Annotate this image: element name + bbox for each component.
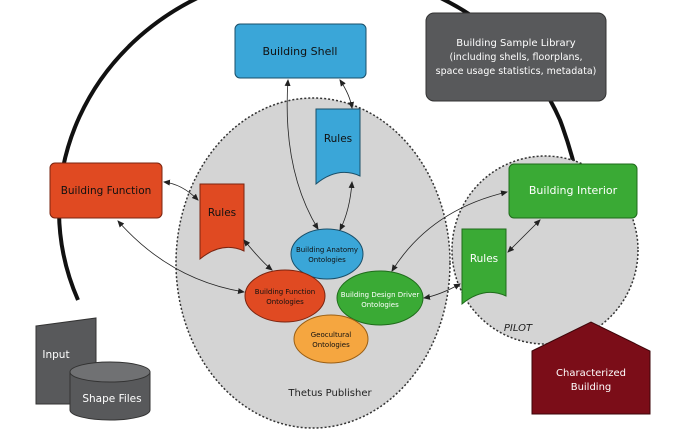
rules-to-function-ontologies-connector: [243, 239, 273, 271]
building-anatomy-ontologies: [290, 228, 364, 280]
characterized-building-shape: [531, 321, 651, 415]
workflow-cycle-arc: [57, 0, 594, 301]
building-function-box: [49, 162, 163, 219]
library-subtitle-2: space usage statistics, metadata): [436, 66, 597, 77]
interior-to-rules-connector: [507, 219, 541, 253]
building-interior-label: Building Interior: [529, 184, 618, 197]
rules-left-label: Rules: [208, 207, 236, 219]
thetus-publisher-label: Thetus Publisher: [287, 388, 372, 399]
building-design-driver-ontologies: [336, 270, 424, 326]
library-subtitle-1: (including shells, floorplans,: [449, 52, 582, 63]
function-ontologies-label-1: Building Function: [255, 288, 315, 296]
function-to-rules-connector: [163, 179, 199, 201]
interior-to-design-driver-connector: [391, 190, 508, 272]
design-driver-label-2: Ontologies: [361, 301, 399, 309]
geocultural-ontologies: [293, 314, 369, 364]
characterized-building-label-1: Characterized: [556, 368, 626, 379]
building-shell-box: [234, 23, 367, 79]
shape-files-cylinder-top: [69, 361, 151, 383]
rules-to-anatomy-connector: [339, 181, 355, 231]
anatomy-label-2: Ontologies: [308, 256, 346, 264]
rules-left-document: [199, 183, 245, 261]
building-interior-box: [508, 163, 638, 219]
rules-top-document: [315, 108, 361, 186]
function-ontologies-label-2: Ontologies: [266, 298, 304, 306]
pilot-label: PILOT: [504, 323, 533, 334]
input-label: Input: [42, 349, 69, 361]
shell-to-anatomy-connector: [284, 79, 319, 230]
function-to-ontologies-connector: [117, 220, 245, 294]
shape-files-label: Shape Files: [82, 393, 141, 405]
rules-right-label: Rules: [470, 253, 498, 265]
rules-top-label: Rules: [324, 133, 352, 145]
building-function-ontologies: [244, 269, 326, 323]
building-sample-library-box: [425, 12, 607, 102]
characterized-building-label-2: Building: [571, 382, 612, 393]
building-shell-label: Building Shell: [263, 45, 338, 58]
design-driver-label-1: Building Design Driver: [341, 291, 420, 299]
shell-to-rules-connector: [339, 79, 355, 109]
geocultural-label-1: Geocultural: [311, 331, 352, 339]
library-title: Building Sample Library: [456, 38, 575, 49]
rules-to-design-driver-connector: [423, 283, 461, 300]
anatomy-label-1: Building Anatomy: [296, 246, 358, 254]
shape-files-cylinder: [69, 371, 151, 421]
rules-right-document: [461, 228, 507, 306]
building-function-label: Building Function: [61, 185, 152, 197]
geocultural-label-2: Ontologies: [312, 341, 350, 349]
